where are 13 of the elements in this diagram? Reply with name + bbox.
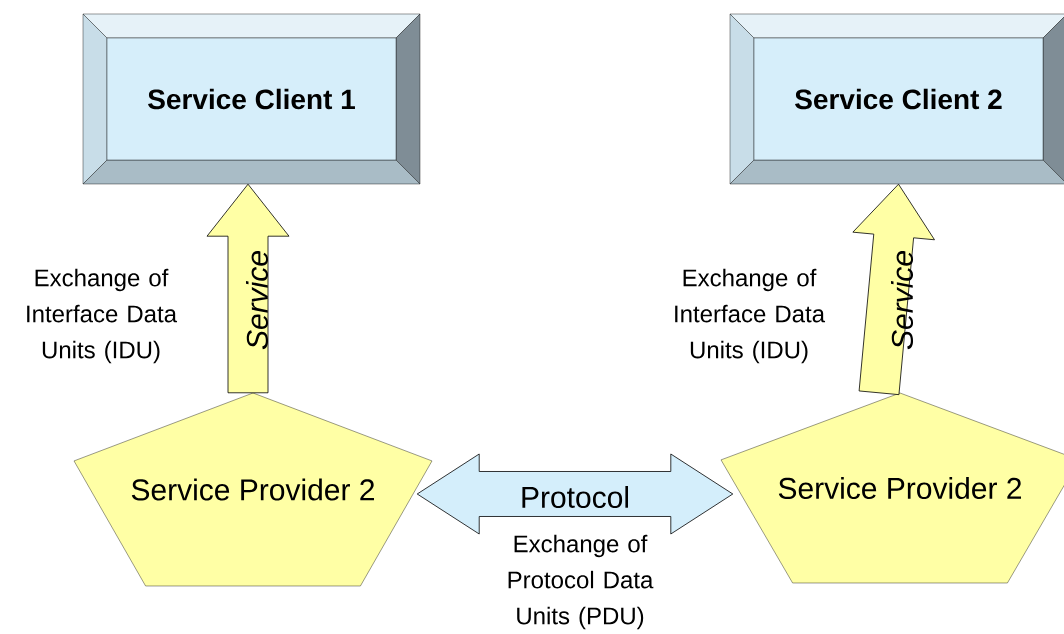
bevelled-box: Service Client 2 [729, 13, 1064, 185]
block-arrow [416, 453, 734, 535]
pentagon: Service Provider 2 [720, 392, 1064, 584]
edge-label: Service [246, 251, 269, 350]
block-arrow [852, 183, 935, 396]
block-arrow [206, 183, 290, 394]
edge-label: Service [891, 251, 914, 350]
pentagon: Service Provider 2 [73, 392, 433, 587]
annotation-text: Exchange of Interface Data Units (IDU) [27, 268, 178, 364]
annotation-text: Exchange of Protocol Data Units (PDU) [508, 534, 654, 630]
edge-label: Protocol [522, 486, 628, 508]
annotation-text: Exchange of Interface Data Units (IDU) [675, 268, 826, 364]
bevelled-box: Service Client 1 [82, 13, 421, 185]
